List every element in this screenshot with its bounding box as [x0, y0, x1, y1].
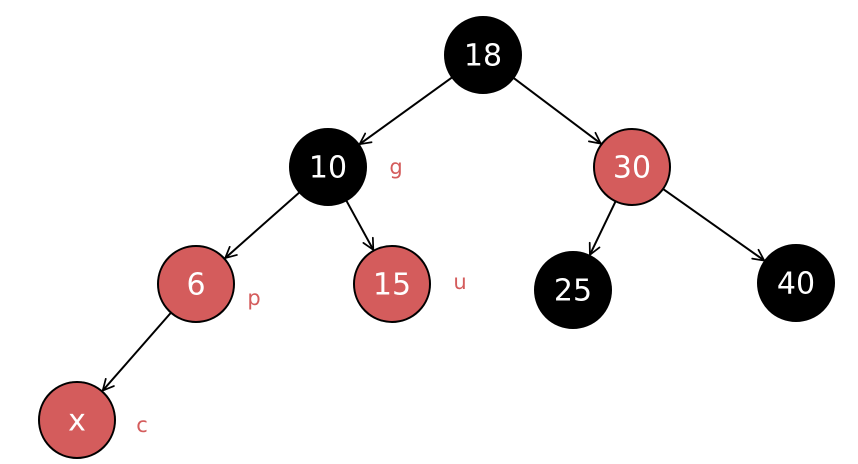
- tree-node-18: 18: [444, 16, 522, 94]
- node-circle-black: [757, 244, 835, 322]
- edges-layer: [101, 76, 766, 392]
- edge-10-to-6-arrow: [224, 191, 301, 259]
- node-label: 18: [464, 39, 502, 74]
- edge-18-to-10-arrow: [358, 76, 453, 146]
- tree-node-30: 30: [593, 128, 671, 206]
- edge-18-to-30-arrow: [512, 77, 602, 145]
- node-label: 30: [613, 151, 651, 186]
- node-role-tag: c: [136, 413, 148, 437]
- node-circle-red: [38, 381, 116, 459]
- tree-node-10: 10 g: [289, 128, 403, 206]
- tree-node-15: 15 u: [353, 245, 467, 323]
- edge-30-to-40-arrow: [662, 188, 766, 262]
- node-circle-black: [534, 251, 612, 329]
- tree-node-25: 25: [534, 251, 612, 329]
- edge-6-to-x-arrow: [101, 311, 172, 392]
- tree-node-40: 40: [757, 244, 835, 322]
- node-label: 25: [554, 274, 592, 309]
- node-circle-black: [444, 16, 522, 94]
- node-role-tag: p: [247, 286, 260, 310]
- node-circle-red: [593, 128, 671, 206]
- node-circle-black: [289, 128, 367, 206]
- node-label: 6: [186, 268, 205, 303]
- node-role-tag: u: [453, 270, 466, 294]
- node-label: 15: [373, 268, 411, 303]
- node-label: 10: [309, 151, 347, 186]
- edge-10-to-15-arrow: [345, 199, 375, 251]
- node-label: x: [68, 404, 86, 439]
- node-circle-red: [157, 245, 235, 323]
- node-role-tag: g: [389, 155, 402, 179]
- edge-30-to-25-arrow: [588, 200, 617, 256]
- node-circle-red: [353, 245, 431, 323]
- node-label: 40: [777, 267, 815, 302]
